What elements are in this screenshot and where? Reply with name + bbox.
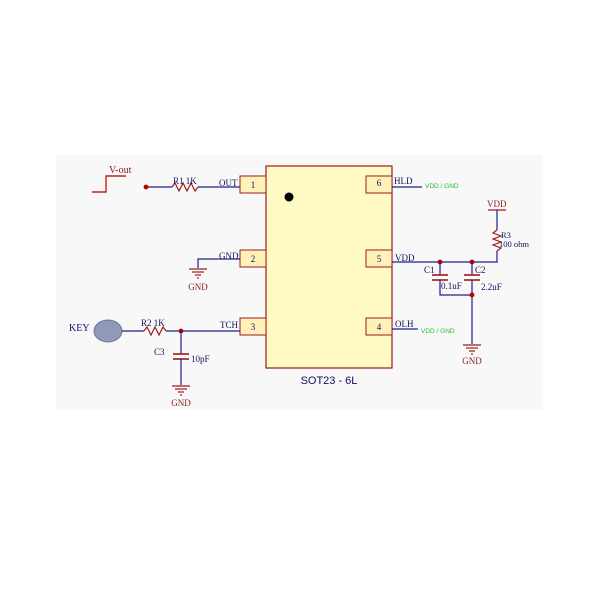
gnd-label-c3: GND — [171, 398, 191, 408]
pin-name: VDD — [395, 253, 415, 263]
v-out-pulse-icon — [92, 175, 126, 193]
pin-number: 1 — [251, 180, 256, 190]
pin-name: TCH — [220, 320, 239, 330]
vdd-rail-label: VDD — [487, 199, 507, 209]
r2-label: R2 1K — [141, 318, 165, 328]
gnd-symbol-caps — [463, 344, 481, 355]
key-label: KEY — [69, 323, 90, 334]
c1-ref-label: C1 — [424, 265, 435, 275]
pin-number: 3 — [251, 322, 256, 332]
gnd-symbol-pin2 — [189, 268, 207, 279]
pin-name: OUT — [219, 178, 238, 188]
r2-resistor — [143, 325, 167, 337]
c2-ref-label: C2 — [475, 265, 486, 275]
key-touch-pad-icon — [93, 319, 123, 343]
ic-pin-4: 4 OLH — [365, 317, 414, 336]
gnd-label-pin2: GND — [188, 282, 208, 292]
r3-resistor — [491, 229, 503, 252]
c2-value-label: 2.2uF — [481, 282, 502, 292]
pin-name: OLH — [395, 319, 414, 329]
pin-number: 4 — [377, 322, 382, 332]
ic-pin-1: 1 OUT — [219, 175, 267, 194]
c3-ref-label: C3 — [154, 347, 165, 357]
ic-part-label: SOT23 - 6L — [301, 375, 358, 387]
pin-number: 2 — [251, 254, 256, 264]
olh-power-label: VDD / GND — [421, 328, 455, 335]
r3-ref-label: R3 — [501, 230, 511, 240]
hld-power-label: VDD / GND — [425, 183, 459, 190]
pin-name: GND — [219, 251, 239, 261]
ic-pin-5: 5 VDD — [365, 249, 415, 268]
r1-resistor — [171, 181, 199, 193]
v-out-label: V-out — [109, 165, 132, 176]
gnd-symbol-c3 — [172, 385, 190, 396]
pin-number: 5 — [377, 254, 382, 264]
c3-value-label: 10pF — [191, 354, 210, 364]
pin-name: HLD — [394, 176, 413, 186]
gnd-label-caps: GND — [462, 356, 482, 366]
ic-pin-6: 6 HLD — [365, 175, 413, 194]
gnd-junction-caps — [469, 292, 475, 298]
pin-number: 6 — [377, 178, 382, 188]
r1-label: R1 1K — [173, 176, 197, 186]
r3-value-label: 100 ohm — [499, 239, 529, 249]
pin1-marker — [284, 192, 294, 202]
ic-pin-3: 3 TCH — [220, 317, 267, 336]
out-junction — [143, 184, 149, 190]
c1-value-label: 0.1uF — [441, 281, 462, 291]
